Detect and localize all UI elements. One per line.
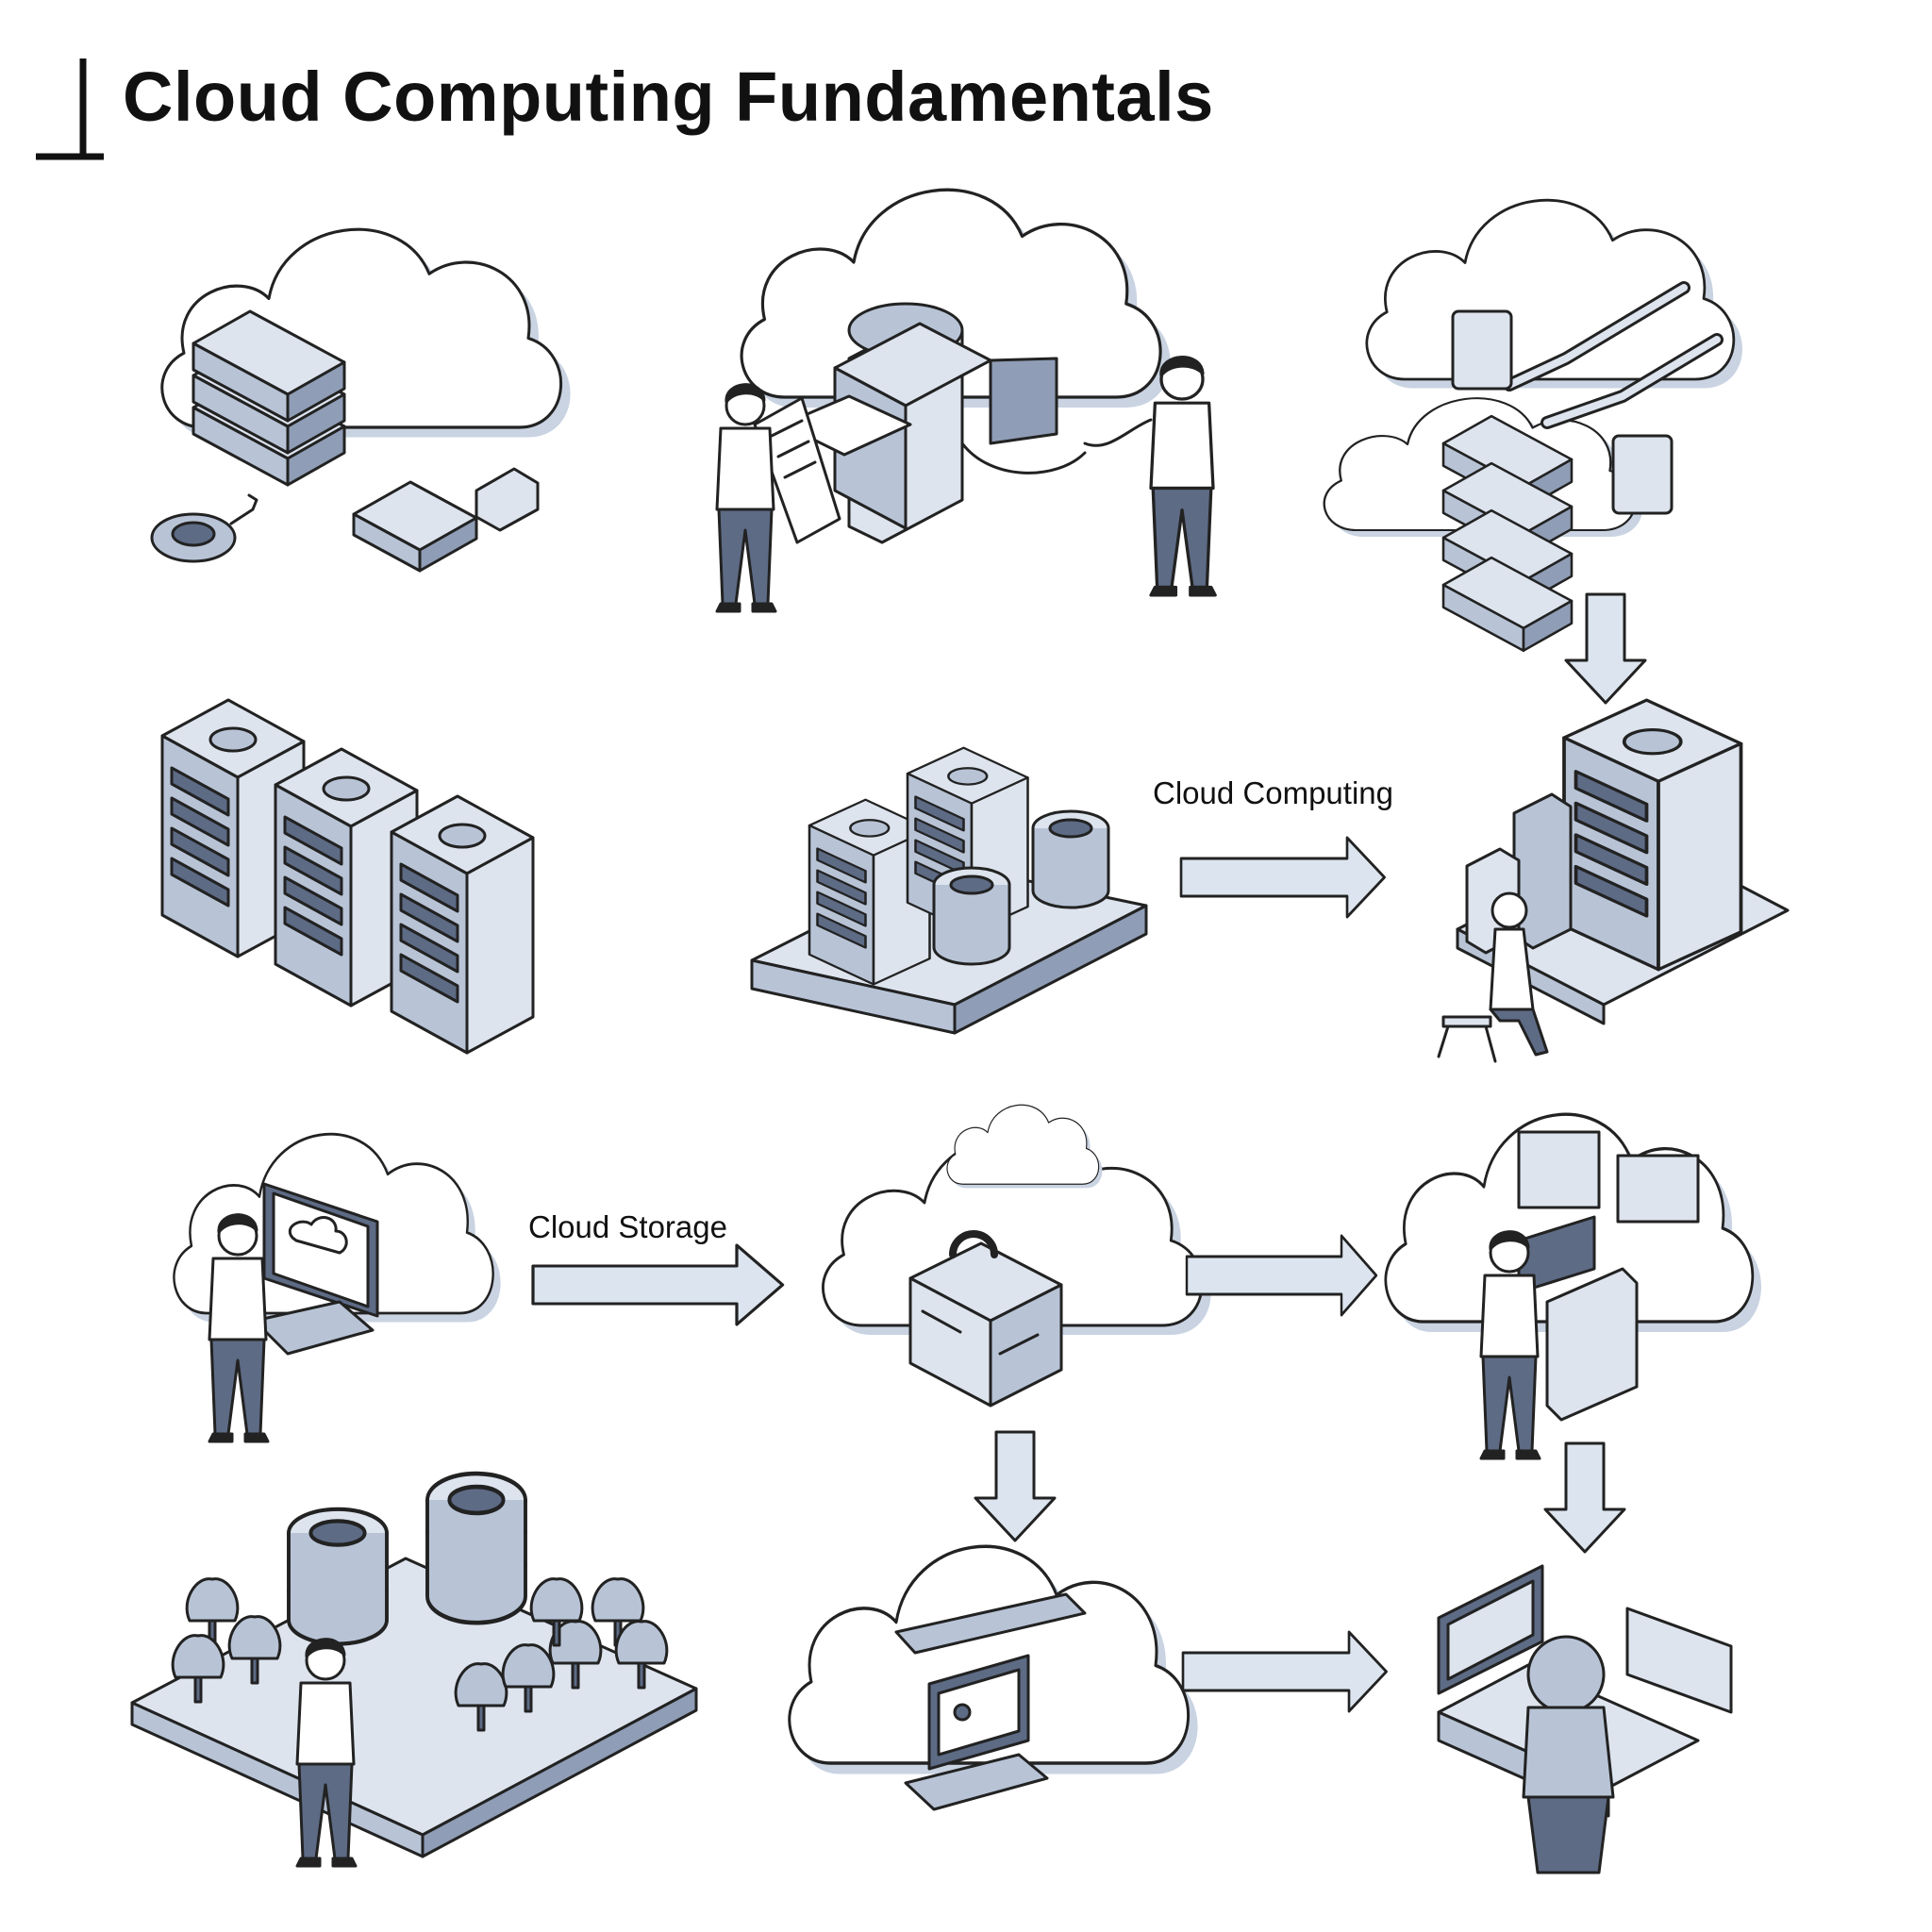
technician-server-icon [1437,698,1790,1063]
database-park-icon [130,1474,698,1868]
arrow-cloud-computing: Cloud Computing [1153,775,1393,919]
cloud-computing-label: Cloud Computing [1153,775,1393,810]
server-stack-cloud-icon [150,227,573,573]
arrow-step-three [1185,1234,1378,1317]
arrow-cloud-storage: Cloud Storage [528,1209,785,1326]
server-racks-icon [160,698,535,1055]
datacenter-platform-icon [750,746,1148,1035]
page-title: Cloud Computing Fundamentals [123,58,1214,136]
user-laptop-cloud-icon [173,1132,503,1443]
pipeline-server-cloud-icon [1323,198,1744,705]
title-bar-icon [36,58,104,160]
document-printer-cloud-icon [715,188,1217,613]
user-workstation-icon [1437,1564,1733,1874]
cloud-computer-icon [788,1544,1200,1811]
user-terminal-cloud-icon [1384,1112,1763,1554]
arrow-step-five [1181,1630,1389,1713]
cloud-storage-label: Cloud Storage [528,1209,727,1244]
storage-boxes-cloud-icon [821,1104,1213,1542]
